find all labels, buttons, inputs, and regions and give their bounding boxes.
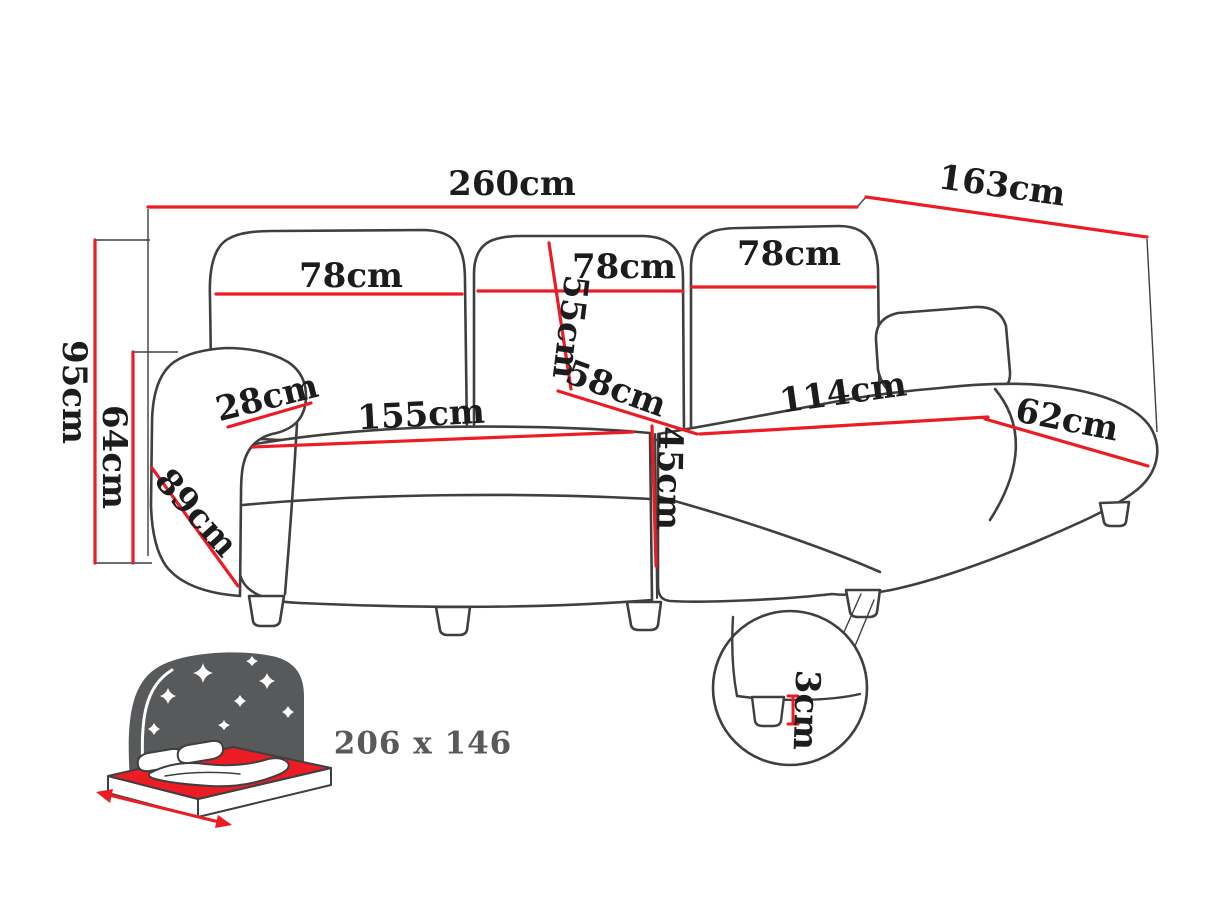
arrow-head <box>215 815 232 828</box>
dim-line-114 <box>698 415 990 436</box>
dim-line-55 <box>547 241 573 391</box>
star-icon <box>234 695 246 707</box>
extension-line-right <box>1146 238 1158 433</box>
dim-leg-height-3: 3cm <box>784 669 828 751</box>
blanket-fold <box>164 771 241 777</box>
dim-line-62 <box>983 417 1150 468</box>
dim-line-58 <box>556 389 699 436</box>
star-icon <box>193 663 213 683</box>
star-icon <box>160 688 176 704</box>
star-icon <box>282 706 294 718</box>
chaise-front-crease <box>658 495 882 574</box>
detail-connector-a <box>843 593 862 633</box>
star-icon <box>259 673 275 689</box>
detail-leg <box>750 695 786 728</box>
detail-dim-line-3cm <box>786 694 800 726</box>
detail-sofa-side-edge <box>731 615 739 698</box>
sofa-leg <box>844 588 882 619</box>
dim-line-163 <box>864 195 1149 239</box>
detail-zoom <box>711 593 875 767</box>
extension-lines <box>95 196 1158 564</box>
sofa-leg <box>1098 500 1131 528</box>
dim-backrest-middle: 78cm <box>572 247 676 287</box>
sleeping-function-icon <box>96 652 332 828</box>
detail-connector-b <box>854 599 875 647</box>
dim-seat-width-155: 155cm <box>356 391 486 439</box>
dim-total-width: 260cm <box>448 164 576 204</box>
dim-seat-height-45: 45cm <box>648 425 690 531</box>
dim-backrest-left: 78cm <box>299 256 403 296</box>
dim-armrest-height: 64cm <box>94 405 134 509</box>
dimension-lines <box>93 195 1150 588</box>
sofa-outline <box>149 224 1159 637</box>
left-armrest <box>149 346 308 598</box>
star-icon <box>246 656 258 666</box>
dim-line-28 <box>226 401 313 429</box>
dim-line-89 <box>150 466 240 588</box>
dim-total-height: 95cm <box>54 340 94 444</box>
main-seat <box>234 425 654 609</box>
dim-line-155 <box>251 430 635 449</box>
unfold-arrow <box>96 789 232 828</box>
dim-backrest-right: 78cm <box>737 234 841 274</box>
star-icon <box>148 723 160 735</box>
night-sky-inner-curve <box>140 668 174 772</box>
arrow-head <box>96 789 113 803</box>
chaise-seat <box>656 382 1159 603</box>
sofa-leg <box>625 600 663 632</box>
dim-line-45 <box>650 424 658 568</box>
sofa-leg <box>434 605 472 637</box>
detail-zoom-circle <box>711 609 869 767</box>
extension-line-corner <box>856 196 867 208</box>
sleeping-area-size: 206 x 146 <box>333 725 513 762</box>
star-icon <box>218 720 230 730</box>
chaise-end-seam <box>988 387 1018 522</box>
sofa-leg <box>247 594 286 628</box>
